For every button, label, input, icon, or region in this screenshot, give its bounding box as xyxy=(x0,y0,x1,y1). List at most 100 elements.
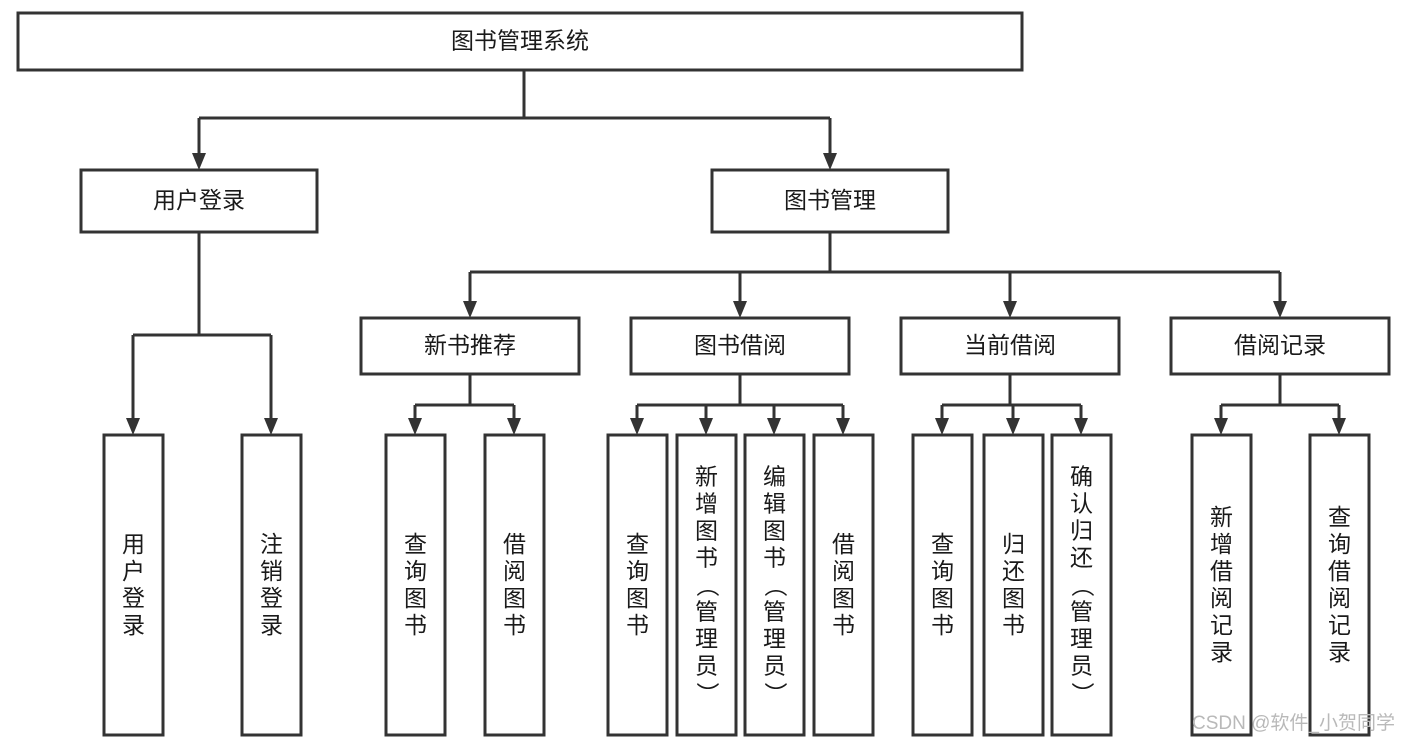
arrow-head-icon xyxy=(463,301,477,318)
node-label-char: 户 xyxy=(122,558,145,584)
node-label-char: ） xyxy=(763,682,789,705)
node-label-char: 增 xyxy=(1210,531,1233,557)
node-label-char: （ xyxy=(763,574,789,597)
node-label-char: 借 xyxy=(832,531,855,557)
node-box[interactable] xyxy=(911,433,974,737)
node-box[interactable] xyxy=(629,316,851,376)
arrow-head-icon xyxy=(264,418,278,435)
arrow-head-icon xyxy=(630,418,644,435)
arrow-head-icon xyxy=(767,418,781,435)
node-box[interactable] xyxy=(675,433,738,737)
node-label-char: 图 xyxy=(404,585,427,611)
node-label-char: 图 xyxy=(832,585,855,611)
node-label: 图书管理 xyxy=(784,187,876,213)
node-label-char: 员 xyxy=(1070,653,1093,679)
node-label-char: ） xyxy=(1070,682,1096,705)
node-label-char: 查 xyxy=(626,531,649,557)
node-label-char: 书 xyxy=(404,612,427,638)
node-label-char: 归 xyxy=(1002,531,1025,557)
node-new-book-recommend[interactable]: 新书推荐 xyxy=(359,316,581,376)
arrow-head-icon xyxy=(1003,301,1017,318)
node-box[interactable] xyxy=(899,316,1121,376)
node-box[interactable] xyxy=(240,433,303,737)
node-book-borrow[interactable]: 图书借阅 xyxy=(629,316,851,376)
arrow-head-icon xyxy=(935,418,949,435)
node-label-char: 借 xyxy=(503,531,526,557)
node-box[interactable] xyxy=(384,433,447,737)
node-label-char: 书 xyxy=(503,612,526,638)
arrow-head-icon xyxy=(126,418,140,435)
node-label-char: 归 xyxy=(1070,518,1093,544)
node-label-char: 阅 xyxy=(832,558,855,584)
node-label-char: 理 xyxy=(695,626,718,652)
node-current-borrow[interactable]: 当前借阅 xyxy=(899,316,1121,376)
node-box[interactable] xyxy=(16,11,1024,72)
node-leaf-user-login[interactable]: 用户登录 xyxy=(102,433,165,737)
node-label-char: 理 xyxy=(763,626,786,652)
node-label-char: 图 xyxy=(763,518,786,544)
node-label-char: 理 xyxy=(1070,626,1093,652)
arrow-head-icon xyxy=(507,418,521,435)
node-label-char: 书 xyxy=(695,545,718,571)
node-label-char: 书 xyxy=(763,545,786,571)
node-label-char: 询 xyxy=(404,558,427,584)
node-label-char: 确 xyxy=(1070,464,1093,490)
node-label-char: 管 xyxy=(695,599,718,625)
node-box[interactable] xyxy=(982,433,1045,737)
node-label-char: 询 xyxy=(626,558,649,584)
node-user-login[interactable]: 用户登录 xyxy=(79,168,319,234)
node-label-char: 记 xyxy=(1210,612,1233,638)
node-label-char: 新 xyxy=(1210,504,1233,530)
node-label: 图书管理系统 xyxy=(451,28,589,54)
node-label-char: 录 xyxy=(122,612,145,638)
node-box[interactable] xyxy=(606,433,669,737)
node-label-char: 阅 xyxy=(1328,585,1351,611)
node-box[interactable] xyxy=(359,316,581,376)
node-box[interactable] xyxy=(102,433,165,737)
node-label-char: 新 xyxy=(695,464,718,490)
node-box[interactable] xyxy=(483,433,546,737)
node-box[interactable] xyxy=(1050,433,1113,737)
node-layer: 图书管理系统用户登录图书管理新书推荐图书借阅当前借阅借阅记录用户登录注销登录查询… xyxy=(16,11,1391,737)
node-label-char: 用 xyxy=(122,531,145,557)
node-box[interactable] xyxy=(1190,433,1253,737)
node-label-char: 管 xyxy=(763,599,786,625)
node-box[interactable] xyxy=(79,168,319,234)
node-box[interactable] xyxy=(710,168,950,234)
node-label-char: 图 xyxy=(695,518,718,544)
node-box[interactable] xyxy=(1308,433,1371,737)
node-label: 图书借阅 xyxy=(694,332,786,358)
node-label-char: 阅 xyxy=(1210,585,1233,611)
node-label-char: 书 xyxy=(626,612,649,638)
arrow-head-icon xyxy=(733,301,747,318)
node-box[interactable] xyxy=(1169,316,1391,376)
node-book-management[interactable]: 图书管理 xyxy=(710,168,950,234)
node-root[interactable]: 图书管理系统 xyxy=(16,11,1024,72)
node-label-char: 增 xyxy=(695,491,718,517)
node-borrow-record[interactable]: 借阅记录 xyxy=(1169,316,1391,376)
arrow-head-icon xyxy=(836,418,850,435)
node-label-char: 图 xyxy=(503,585,526,611)
node-label-char: 图 xyxy=(931,585,954,611)
node-box[interactable] xyxy=(743,433,806,737)
node-label: 当前借阅 xyxy=(964,332,1056,358)
node-label-char: 登 xyxy=(122,585,145,611)
node-box[interactable] xyxy=(812,433,875,737)
arrow-head-icon xyxy=(1332,418,1346,435)
node-label-char: 借 xyxy=(1328,558,1351,584)
node-label-char: 查 xyxy=(1328,504,1351,530)
